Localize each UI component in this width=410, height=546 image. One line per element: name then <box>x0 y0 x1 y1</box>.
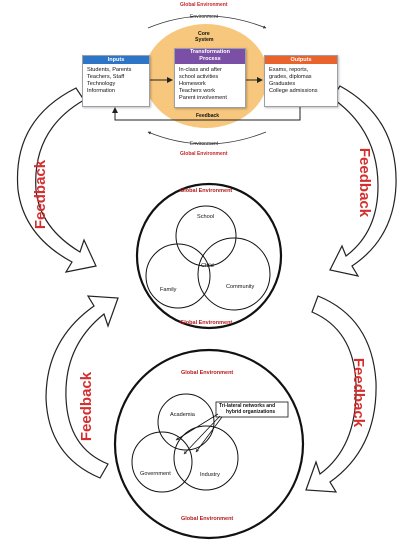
process-item: Homework <box>179 81 206 87</box>
government-label: Government <box>140 471 171 477</box>
industry-label: Industry <box>200 472 220 478</box>
academia-label: Academia <box>170 412 195 418</box>
feedback-label-top-right: Feedback <box>356 147 374 218</box>
inputs-item: Students, Parents <box>87 67 132 73</box>
callout-line2: hybrid organizations <box>226 409 276 415</box>
inputs-title: Inputs <box>83 56 149 64</box>
feedback-arrow-top-left <box>16 87 97 273</box>
feedback-label-bottom-left: Feedback <box>78 371 96 442</box>
top-global-env-label-top: Global Environment <box>180 2 228 8</box>
inputs-item: Information <box>87 88 115 94</box>
outputs-item: grades, diplomas <box>269 74 312 80</box>
process-item: school activities <box>179 74 219 80</box>
inputs-box: Inputs Students, Parents Teachers, Staff… <box>82 55 150 107</box>
environment-top-arc <box>147 15 267 29</box>
callout-line1: Tri-lateral networks and <box>219 403 276 409</box>
feedback-bar-arrow <box>112 106 301 121</box>
transformation-process-box: Transformation Process In-class and afte… <box>174 48 246 108</box>
family-circle <box>145 243 211 309</box>
outputs-item: Graduates <box>269 81 296 87</box>
outputs-item: Exams, reports, <box>269 67 309 73</box>
inputs-item: Teachers, Staff <box>87 74 125 80</box>
feedback-label-bottom-right: Feedback <box>350 357 368 428</box>
outputs-title: Outputs <box>265 56 337 64</box>
school-label: School <box>197 214 215 220</box>
feedback-label-top-left: Feedback <box>32 159 50 230</box>
core-label-line2: System <box>195 37 214 43</box>
top-environment-label-bottom: Environment <box>190 141 219 147</box>
family-label: Family <box>160 287 177 293</box>
process-title: Transformation Process <box>175 49 245 64</box>
process-item: Parent involvement <box>179 95 227 101</box>
process-title-line2: Process <box>199 56 221 62</box>
bottom-global-env-label-bottom: Global Environment <box>181 516 234 522</box>
community-label: Community <box>226 284 255 290</box>
bottom-global-circle <box>113 348 305 540</box>
callout-arrow-3 <box>195 416 223 453</box>
outputs-item: College admissions <box>269 88 318 94</box>
community-circle <box>197 237 271 311</box>
child-label: Child <box>201 263 214 269</box>
process-item: In-class and after <box>179 67 222 73</box>
feedback-bar-label: Feedback <box>196 113 220 119</box>
bottom-global-env-label-top: Global Environment <box>181 370 234 376</box>
callout-arrow-2 <box>183 415 221 455</box>
process-item: Teachers work <box>179 88 216 94</box>
school-circle <box>175 205 237 267</box>
callout-arrow-1 <box>175 413 219 441</box>
core-label-line1: Core <box>198 31 210 37</box>
top-global-env-label-bottom: Global Environment <box>180 151 228 157</box>
callout-box <box>215 401 289 418</box>
process-title-line1: Transformation <box>189 49 231 55</box>
government-circle <box>131 431 193 493</box>
feedback-arrow-bottom-right <box>305 295 377 493</box>
feedback-arrow-top-right <box>329 85 397 277</box>
middle-global-env-label-top: Global Environment <box>180 188 233 194</box>
environment-bottom-arc <box>147 131 267 145</box>
top-environment-label-top: Environment <box>190 14 219 20</box>
middle-global-circle <box>135 182 283 330</box>
industry-circle <box>173 425 239 491</box>
middle-global-env-label-bottom: Global Environment <box>180 320 233 326</box>
feedback-arrow-bottom-left <box>45 295 119 479</box>
outputs-box: Outputs Exams, reports, grades, diplomas… <box>264 55 338 107</box>
inputs-item: Technology <box>87 81 116 87</box>
